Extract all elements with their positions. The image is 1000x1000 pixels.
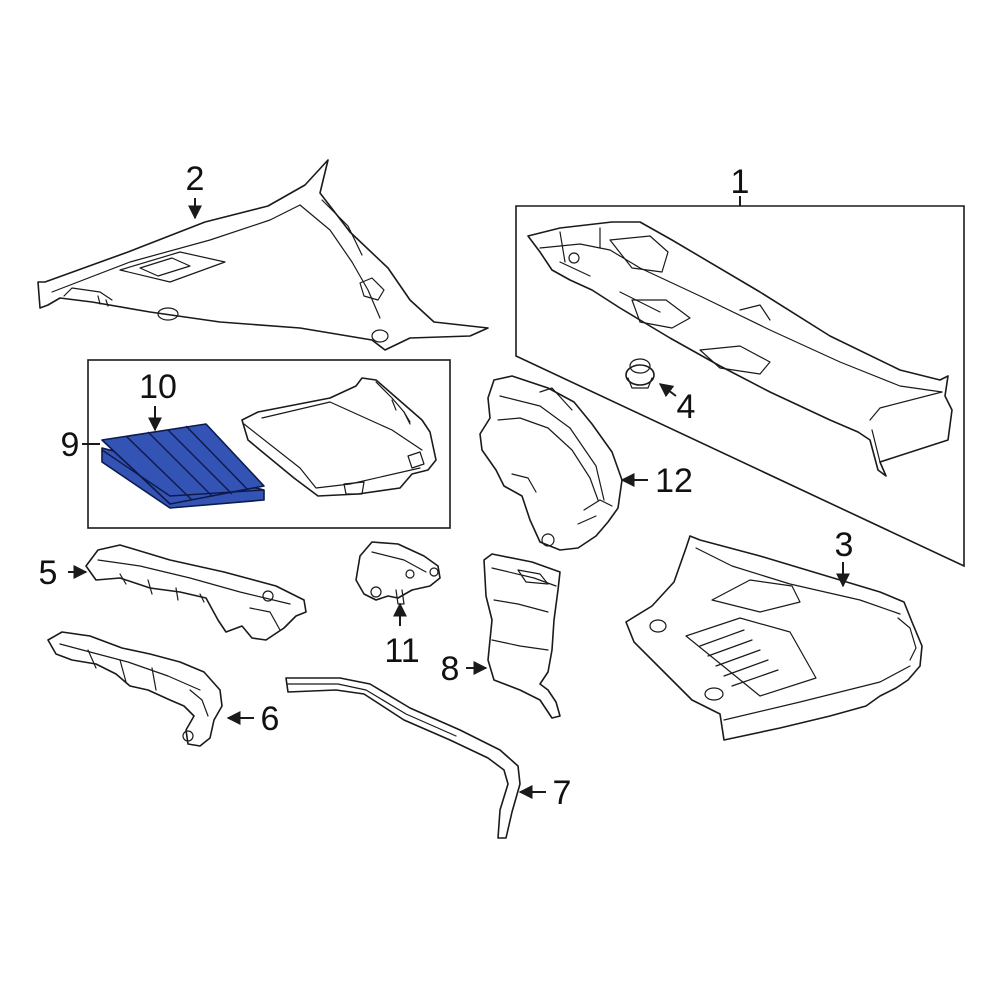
part-6-bracket[interactable]	[47, 631, 223, 747]
callout-10: 10	[139, 368, 177, 406]
callout-5: 5	[39, 554, 58, 592]
leaders	[68, 196, 850, 799]
part-1-frame	[515, 205, 965, 568]
part-11-bracket[interactable]	[355, 541, 441, 605]
part-7-rod[interactable]	[285, 677, 521, 839]
part-5-bracket[interactable]	[85, 544, 307, 641]
callout-3: 3	[835, 526, 854, 564]
part-2-cowl-side-panel[interactable]	[37, 159, 489, 351]
callout-4: 4	[677, 388, 696, 426]
part-8-duct[interactable]	[483, 553, 561, 719]
callout-1: 1	[731, 163, 750, 201]
callouts: 1 2 3 4 5 6 7 8 9 10 11 12	[39, 160, 854, 812]
part-9-filter-housing[interactable]	[241, 377, 437, 497]
callout-12: 12	[655, 462, 693, 500]
callout-2: 2	[186, 160, 205, 198]
part-12-air-duct[interactable]	[479, 375, 623, 551]
part-4-grommet[interactable]	[625, 358, 655, 389]
callout-7: 7	[553, 774, 572, 812]
callout-11: 11	[384, 632, 419, 670]
part-3-lower-panel[interactable]	[625, 535, 923, 741]
part-10-cabin-air-filter[interactable]	[101, 423, 265, 509]
callout-8: 8	[441, 650, 460, 688]
callout-9: 9	[61, 426, 80, 464]
part-1-cowl-top-panel[interactable]	[527, 221, 953, 477]
callout-6: 6	[261, 700, 280, 738]
